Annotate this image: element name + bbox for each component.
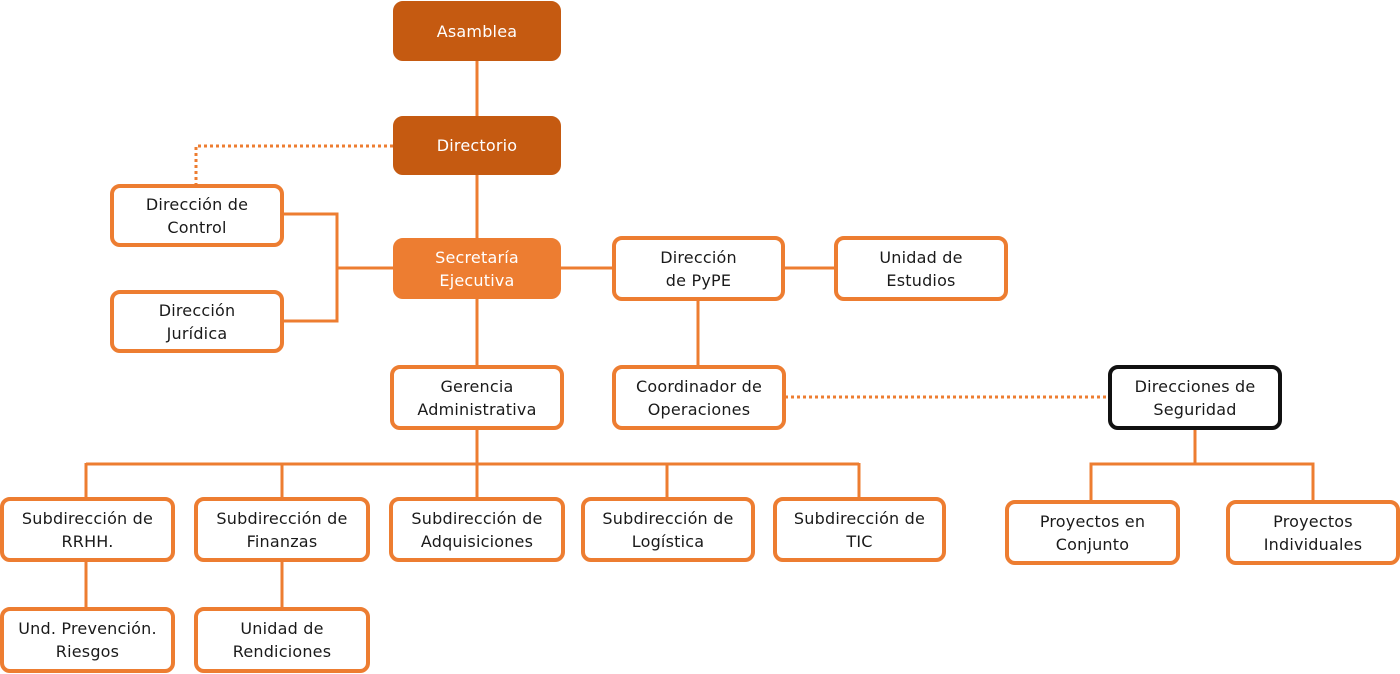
node-proyectos-individuales[interactable]: Proyectos Individuales [1226, 500, 1400, 565]
node-label: Dirección de PyPE [660, 247, 737, 290]
node-secretaria-ejecutiva[interactable]: Secretaría Ejecutiva [393, 238, 561, 299]
link-control-juridica-bracket [282, 212, 339, 323]
node-proyectos-conjunto[interactable]: Proyectos en Conjunto [1005, 500, 1180, 565]
node-und-prevencion-riesgos[interactable]: Und. Prevención. Riesgos [0, 607, 175, 673]
node-sub-tic[interactable]: Subdirección de TIC [773, 497, 946, 562]
node-direcciones-seguridad[interactable]: Direcciones de Seguridad [1108, 365, 1282, 430]
node-asamblea[interactable]: Asamblea [393, 1, 561, 61]
node-directorio[interactable]: Directorio [393, 116, 561, 175]
node-sub-adquisiciones[interactable]: Subdirección de Adquisiciones [389, 497, 565, 562]
node-direccion-pype[interactable]: Dirección de PyPE [612, 236, 785, 301]
node-sub-finanzas[interactable]: Subdirección de Finanzas [194, 497, 370, 562]
node-direccion-control[interactable]: Dirección de Control [110, 184, 284, 247]
node-label: Direcciones de Seguridad [1134, 376, 1256, 419]
node-label: Unidad de Rendiciones [232, 619, 332, 661]
node-label: Proyectos Individuales [1263, 511, 1363, 554]
node-label: Unidad de Estudios [879, 247, 963, 290]
node-direccion-juridica[interactable]: Dirección Jurídica [110, 290, 284, 353]
node-label: Secretaría Ejecutiva [435, 247, 519, 290]
node-label: Gerencia Administrativa [417, 376, 537, 419]
node-label: Dirección Jurídica [158, 300, 236, 343]
node-label: Subdirección de Finanzas [216, 508, 348, 551]
node-unidad-rendiciones[interactable]: Unidad de Rendiciones [194, 607, 370, 673]
link-seguridad-proyectos [1089, 462, 1315, 501]
node-unidad-estudios[interactable]: Unidad de Estudios [834, 236, 1008, 301]
node-sub-rrhh[interactable]: Subdirección de RRHH. [0, 497, 175, 562]
node-label: Coordinador de Operaciones [635, 376, 762, 419]
node-label: Dirección de Control [145, 194, 249, 237]
node-label: Proyectos en Conjunto [1039, 511, 1146, 554]
node-coordinador-operaciones[interactable]: Coordinador de Operaciones [612, 365, 786, 430]
node-label: Und. Prevención. Riesgos [18, 619, 157, 661]
node-label: Asamblea [436, 21, 518, 41]
node-label: Directorio [436, 136, 518, 155]
node-label: Subdirección de Logística [602, 508, 734, 551]
dotted-link-directorio-control [194, 144, 393, 184]
node-sub-logistica[interactable]: Subdirección de Logística [581, 497, 755, 562]
node-label: Subdirección de TIC [793, 508, 926, 551]
node-gerencia-administrativa[interactable]: Gerencia Administrativa [390, 365, 564, 430]
node-label: Subdirección de RRHH. [21, 508, 154, 551]
node-label: Subdirección de Adquisiciones [411, 508, 543, 551]
